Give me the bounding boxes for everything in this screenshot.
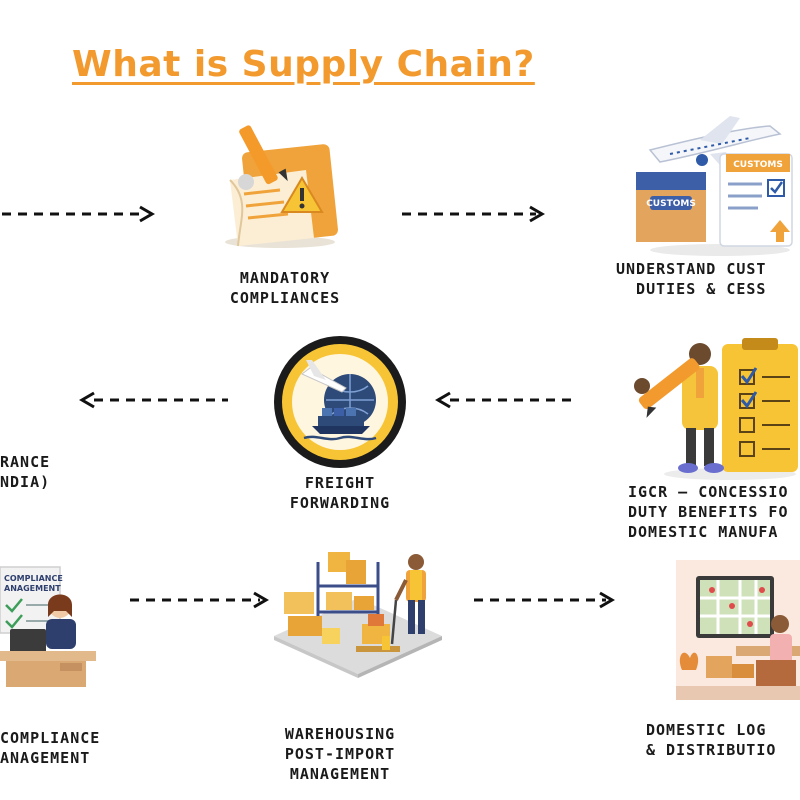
- person-checklist-icon: [634, 338, 798, 480]
- warehouse-icon: [274, 552, 442, 678]
- node-label-warehousing: WAREHOUSING POST-IMPORT MANAGEMENT: [284, 725, 396, 783]
- arrow-left-row2-b: [435, 391, 574, 409]
- node-label-igcr: IGCR — CONCESSIO DUTY BENEFITS FO DOMEST…: [628, 483, 789, 541]
- map-delivery-icon: [676, 560, 800, 700]
- node-label-clearance: RANCE NDIA): [0, 453, 51, 491]
- page-title: What is Supply Chain?: [72, 44, 535, 85]
- customs-box-text: CUSTOMS: [646, 199, 696, 209]
- arrow-right-row1-b: [402, 205, 545, 223]
- compliance-desk-icon: COMPLIANCE ANAGEMENT: [0, 566, 96, 687]
- customs-airplane-icon: CUSTOMS CUSTOMS: [636, 116, 793, 256]
- node-label-domestic-logistics: DOMESTIC LOG & DISTRIBUTIO: [646, 721, 777, 759]
- arrow-right-row3-b: [474, 591, 615, 609]
- checklist-warning-icon: [225, 125, 338, 248]
- globe-airplane-ship-icon: [274, 336, 406, 468]
- node-label-freight-forwarding: FREIGHT FORWARDING: [289, 474, 391, 512]
- arrow-right-row1-a: [2, 205, 155, 223]
- customs-doc-text: CUSTOMS: [733, 160, 783, 170]
- compliance-sign-line2: ANAGEMENT: [4, 584, 61, 593]
- node-label-customs-duties: UNDERSTAND CUST DUTIES & CESS: [616, 260, 767, 298]
- node-label-mandatory-compliances: MANDATORY COMPLIANCES: [229, 269, 341, 307]
- node-label-compliance-management: COMPLIANCE ANAGEMENT: [0, 729, 101, 767]
- arrow-left-row2-a: [79, 391, 228, 409]
- compliance-sign-line1: COMPLIANCE: [4, 574, 63, 583]
- arrow-right-row3-a: [130, 591, 269, 609]
